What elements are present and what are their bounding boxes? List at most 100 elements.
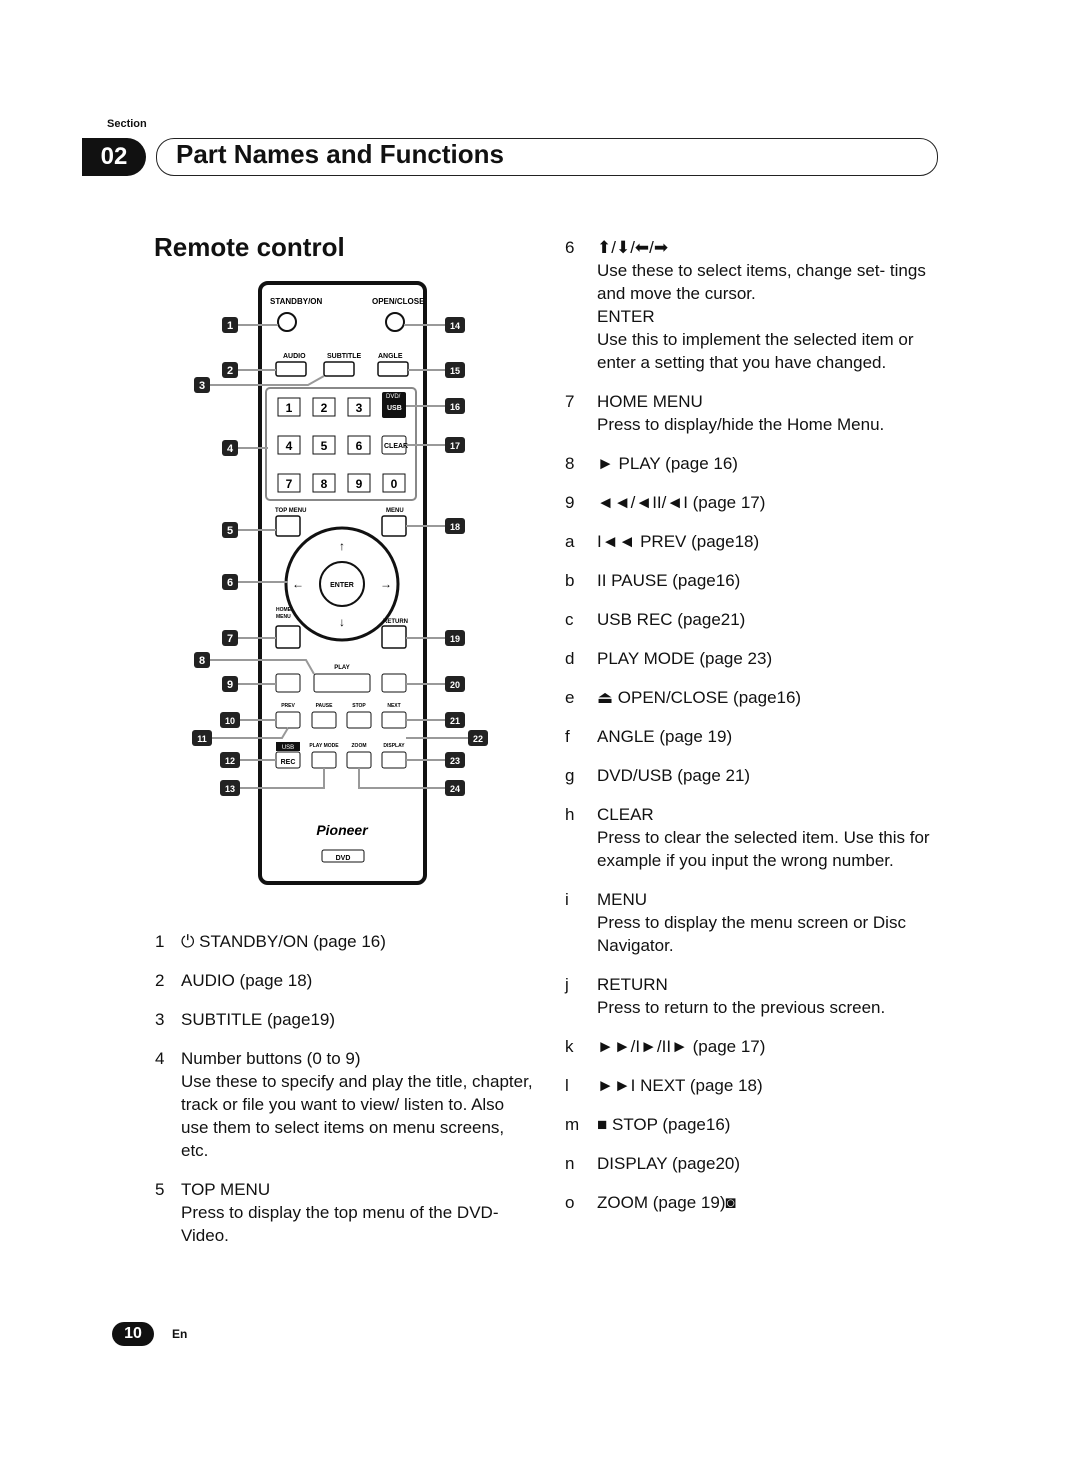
callout-2: 2 (227, 365, 233, 377)
right-arrow-icon: → (380, 577, 392, 591)
model-label: DVD (336, 855, 351, 862)
number-5: 5 (321, 439, 328, 453)
section-number: 02 (82, 138, 146, 176)
eject-icon (385, 312, 405, 332)
callout-13: 13 (225, 784, 235, 794)
angle-label: ANGLE (378, 353, 403, 360)
callout-21: 21 (450, 716, 460, 726)
rec-label: REC (281, 759, 296, 766)
number-0: 0 (391, 477, 398, 491)
list-item: l►►I NEXT (page 18) (565, 1076, 763, 1095)
number-7: 7 (286, 477, 293, 491)
number-1: 1 (286, 401, 293, 415)
menu-label: MENU (386, 508, 404, 514)
list-item: k►►/I►/II► (page 17) (565, 1037, 766, 1056)
callout-12: 12 (225, 756, 235, 766)
callout-19: 19 (450, 634, 460, 644)
callout-20: 20 (450, 680, 460, 690)
callout-9: 9 (227, 679, 233, 691)
home-menu-label-1: HOME (276, 607, 292, 613)
play-button (313, 673, 371, 693)
callout-23: 23 (450, 756, 460, 766)
pause-label: PAUSE (316, 703, 334, 709)
right-description-list: 6⬆/⬇/⬅/➡Use these to select items, chang… (565, 236, 945, 1230)
number-3: 3 (356, 401, 363, 415)
stop-label: STOP (352, 703, 366, 709)
enter-button (319, 561, 365, 607)
top-menu-label: TOP MENU (275, 508, 306, 514)
callout-22: 22 (473, 734, 483, 744)
clear-label: CLEAR (384, 443, 408, 450)
list-item: 9◄◄/◄II/◄I (page 17) (565, 493, 766, 512)
callout-15: 15 (450, 366, 460, 376)
navigation-ring (284, 526, 400, 642)
brand-logo: Pioneer (316, 822, 369, 838)
dvd-usb-bottom-label: USB (387, 405, 402, 412)
number-6: 6 (356, 439, 363, 453)
return-label: RETURN (383, 619, 408, 625)
home-menu-label-2: MENU (276, 614, 291, 620)
list-item: 1⏻ STANDBY/ON (page 16) (155, 932, 386, 951)
zoom-label: ZOOM (352, 743, 367, 749)
language-label: En (172, 1327, 188, 1341)
list-item: 8► PLAY (page 16) (565, 454, 738, 473)
callout-3: 3 (199, 380, 205, 392)
open-close-label: OPEN/CLOSE (372, 297, 425, 306)
number-4: 4 (286, 439, 293, 453)
power-icon (277, 312, 297, 332)
callout-16: 16 (450, 402, 460, 412)
dvd-usb-button (382, 392, 406, 418)
callout-24: 24 (450, 784, 460, 794)
next-label: NEXT (387, 703, 400, 709)
callout-8: 8 (199, 655, 205, 667)
section-label: Section (107, 118, 147, 130)
down-arrow-icon: ↓ (339, 615, 345, 629)
callout-4: 4 (227, 443, 234, 455)
number-8: 8 (321, 477, 328, 491)
left-arrow-icon: ← (292, 577, 304, 591)
number-2: 2 (321, 401, 328, 415)
section-title-bar (156, 138, 938, 176)
audio-label: AUDIO (283, 353, 306, 360)
subtitle-button (323, 361, 355, 377)
standby-label: STANDBY/ON (270, 297, 323, 306)
dvd-usb-top-label: DVD/ (386, 394, 401, 400)
callout-1: 1 (227, 320, 233, 332)
list-item: e⏏ OPEN/CLOSE (page16) (565, 688, 802, 707)
callout-18: 18 (450, 522, 460, 532)
callout-14: 14 (450, 321, 460, 331)
number-9: 9 (356, 477, 363, 491)
callout-6: 6 (227, 577, 233, 589)
callout-10: 10 (225, 716, 235, 726)
top-menu-button (275, 515, 301, 537)
page-title: Remote control (154, 232, 345, 262)
subtitle-label: SUBTITLE (327, 353, 362, 360)
prev-label: PREV (281, 703, 295, 709)
callout-11: 11 (197, 734, 207, 744)
display-label: DISPLAY (383, 743, 405, 749)
remote-control-illustration: STANDBY/ON OPEN/CLOSE AUDIO SUBTITLE ANG… (192, 281, 488, 885)
page-number: 10 (112, 1322, 154, 1346)
stop-button (346, 711, 372, 729)
list-item: 6⬆/⬇/⬅/➡Use these to select items, chang… (565, 238, 926, 372)
callout-5: 5 (227, 525, 233, 537)
callout-7: 7 (227, 633, 233, 645)
list-item: m■ STOP (page16) (565, 1115, 731, 1134)
callout-17: 17 (450, 441, 460, 451)
